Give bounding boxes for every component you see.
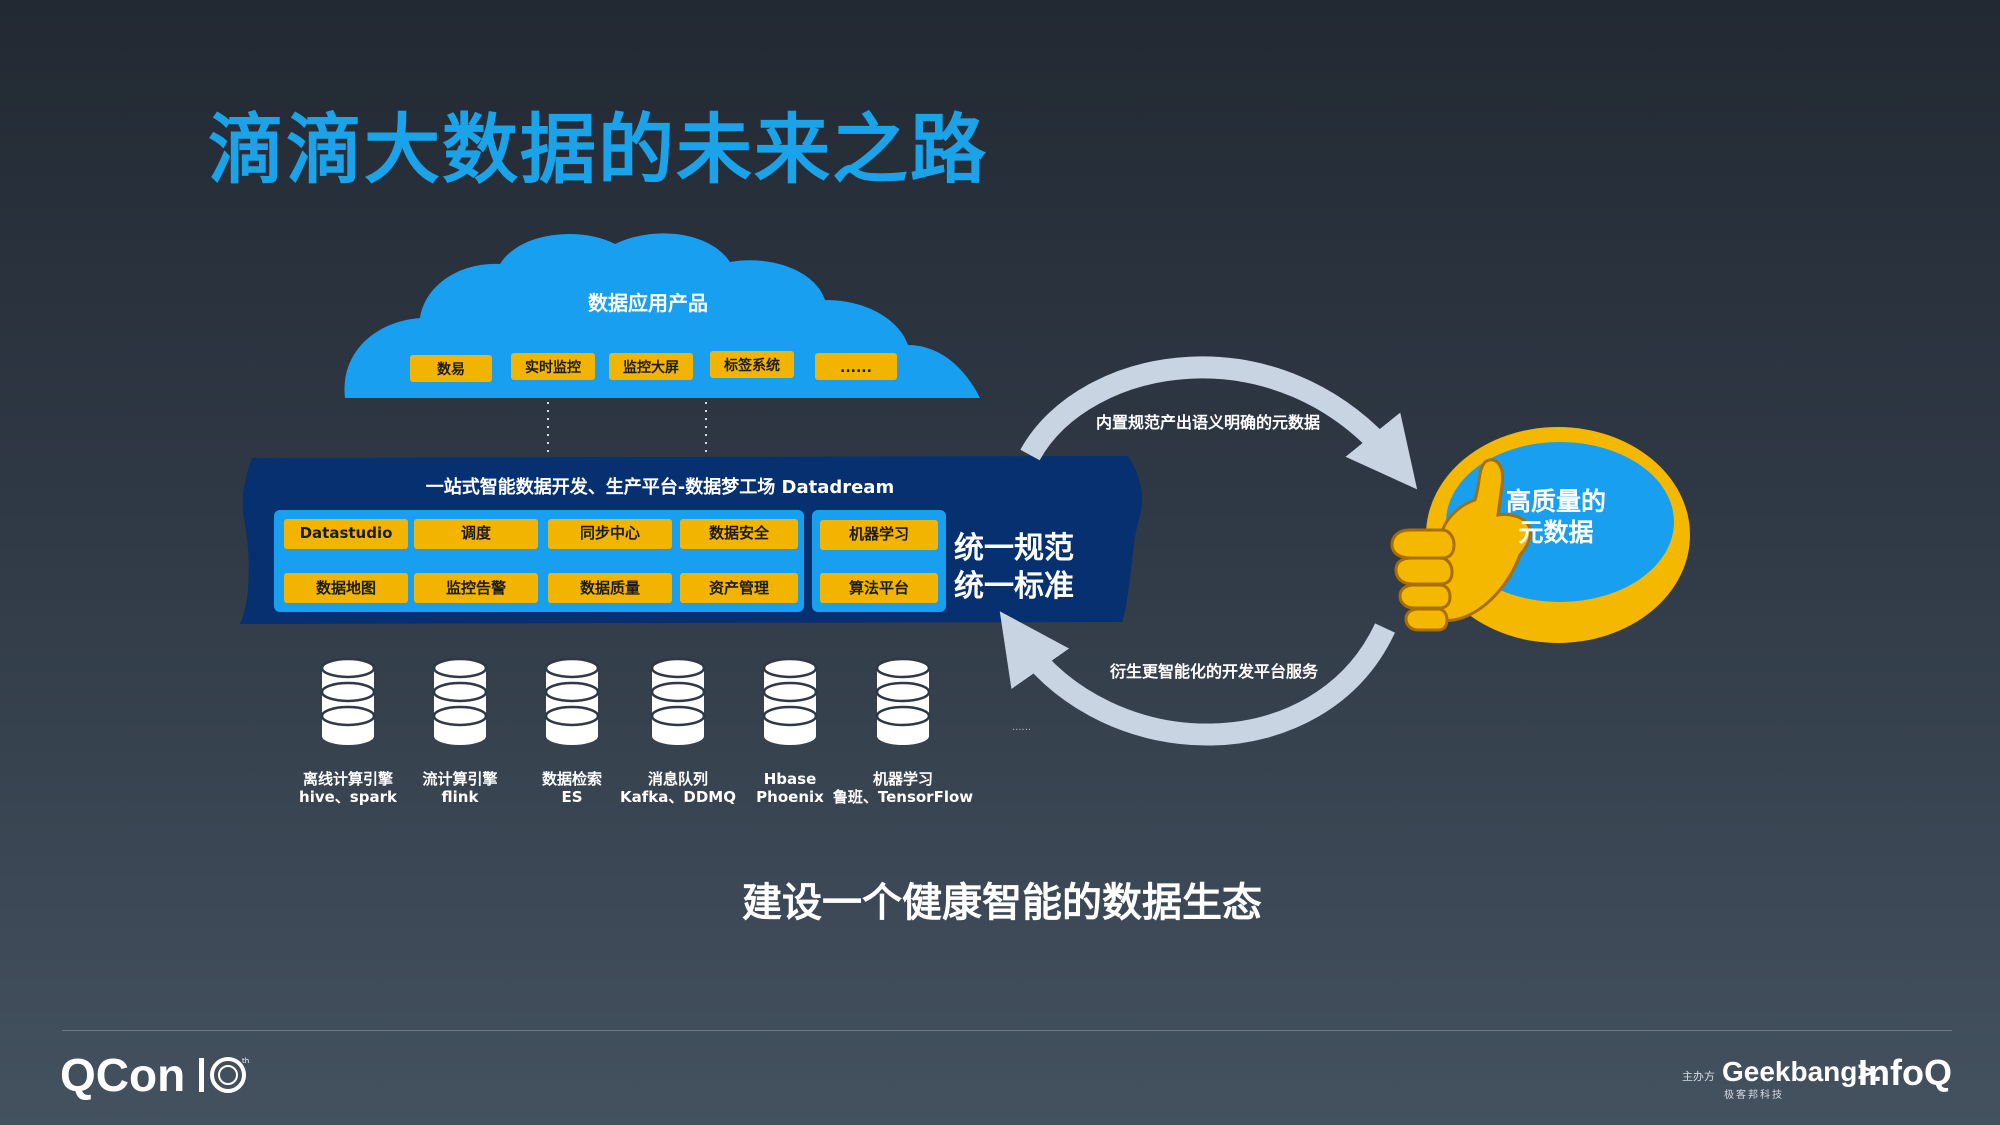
tool-box [548,573,672,603]
platform-title: 一站式智能数据开发、生产平台-数据梦工场 Datadream [426,476,894,498]
tool-label: 资产管理 [709,579,769,597]
tool-box [680,519,798,549]
badge-line2: 元数据 [1518,518,1593,547]
cloud-item-label: 监控大屏 [623,359,679,376]
engine-tech: 鲁班、TensorFlow [833,788,973,806]
ml-box [820,573,938,603]
database-icon [762,657,818,745]
tool-box [548,519,672,549]
cloud-item-label: 标签系统 [723,357,780,374]
geekbang-logo: Geekbang>. [1722,1056,1882,1087]
tool-label: 数据地图 [316,579,376,597]
engine-name: 流计算引擎 [422,770,497,788]
tool-box [284,519,408,549]
geekbang-subtitle: 极客邦科技 [1724,1090,1784,1101]
infoq-logo: InfoQ [1858,1052,1952,1093]
engine-name: Hbase [764,770,817,788]
engine-tech: Phoenix [756,788,824,806]
engine-name: 离线计算引擎 [303,770,393,788]
datadream-platform: 一站式智能数据开发、生产平台-数据梦工场 Datadream Datastudi… [240,456,1143,624]
tool-box [680,573,798,603]
cycle-arrow-icon [1020,356,1418,490]
cloud-item-box [815,353,897,380]
cloud-item-box [609,353,693,380]
tool-label: 数据安全 [709,524,770,542]
tagline: 建设一个健康智能的数据生态 [742,880,1262,926]
database-icon [432,657,488,745]
database-icon [544,657,600,745]
cloud-item-box [511,353,595,380]
tool-label: 监控告警 [446,579,506,597]
svg-text:th: th [242,1057,249,1065]
metadata-badge: 高质量的 元数据 [1390,427,1690,643]
engines-more: ...... [1012,722,1031,733]
engine-tech: flink [442,788,480,806]
engine-tech: ES [561,788,582,806]
cloud-item-label: 实时监控 [525,359,581,376]
data-application-cloud: 数据应用产品 数易 实时监控 监控大屏 标签系统 ...... [344,233,980,398]
tool-box [414,519,538,549]
metadata-cycle: 内置规范产出语义明确的元数据 衍生更智能化的开发平台服务 [999,356,1418,746]
cloud-title: 数据应用产品 [588,291,708,315]
host-label: 主办方 [1682,1070,1715,1083]
cycle-top-label: 内置规范产出语义明确的元数据 [1096,413,1320,432]
tool-label: 数据质量 [580,579,640,597]
qcon-10-icon: th [199,1057,249,1093]
engine-tech: Kafka、DDMQ [620,788,736,806]
cloud-item-box [710,351,794,378]
cycle-arrow-icon [999,611,1395,746]
tool-label: 调度 [461,524,492,542]
slide-title: 滴滴大数据的未来之路 [208,105,988,194]
ml-label: 机器学习 [849,525,909,543]
ml-label: 算法平台 [849,579,909,597]
thumbs-up-icon [1390,458,1532,632]
badge-line1: 高质量的 [1506,487,1606,516]
engine-name: 机器学习 [873,770,933,788]
engine-tech: hive、spark [299,788,398,806]
tool-label: Datastudio [300,524,393,542]
platform-slogan-line1: 统一规范 [954,531,1074,566]
tool-label: 同步中心 [580,524,640,542]
database-icon [650,657,706,745]
ml-box [820,520,938,550]
engine-name: 数据检索 [542,770,602,788]
qcon-logo: QCon [60,1049,186,1101]
cycle-bottom-label: 衍生更智能化的开发平台服务 [1109,662,1319,681]
cloud-item-label: 数易 [437,361,465,378]
database-icon [875,657,931,745]
tool-box [284,573,408,603]
footer-divider [62,1030,1952,1031]
tool-box [414,573,538,603]
cloud-item-list: 数易 实时监控 监控大屏 标签系统 ...... [410,351,897,382]
engine-name: 消息队列 [648,770,708,788]
database-icon [320,657,376,745]
cloud-item-box [410,355,492,382]
platform-slogan-line2: 统一标准 [954,569,1074,604]
cloud-item-label: ...... [840,360,872,376]
